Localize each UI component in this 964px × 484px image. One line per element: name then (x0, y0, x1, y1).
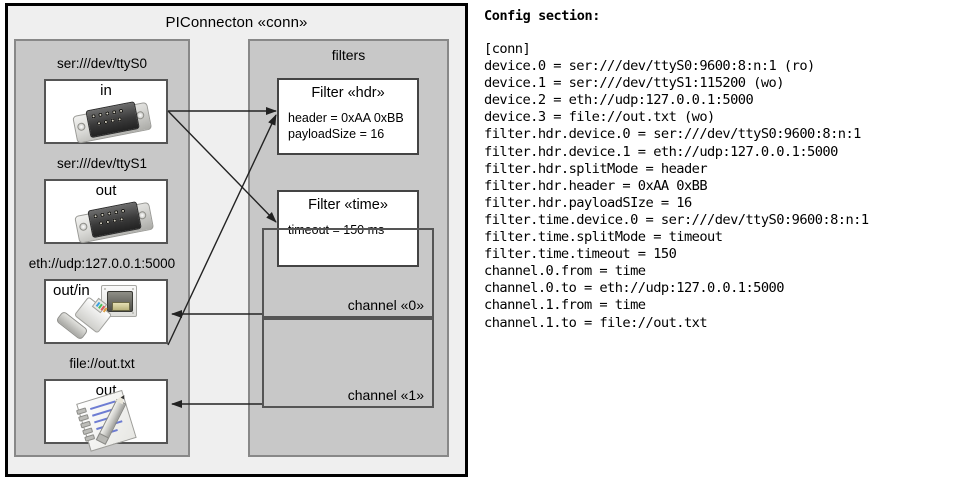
serial-db9-connector-icon (73, 198, 155, 245)
filter-attr: payloadSize = 16 (288, 127, 385, 141)
device-box-ttys0[interactable]: in (44, 79, 168, 144)
channel-label-0: channel «0» (347, 297, 424, 313)
device-label-file: file://out.txt (69, 356, 135, 371)
device-label-ttys1: ser:///dev/ttyS1 (56, 156, 148, 171)
filter-attrs-time: timeout = 150 ms (288, 222, 384, 238)
config-section: Config section: [conn] device.0 = ser://… (481, 0, 964, 484)
device-label-ttys0: ser:///dev/ttyS0 (56, 56, 148, 71)
device-box-ttys1[interactable]: out (44, 179, 168, 244)
config-heading: Config section: (484, 8, 600, 24)
channel-label-1: channel «1» (347, 387, 424, 403)
device-direction-ttys0: in (100, 82, 112, 99)
channel-box-1[interactable]: channel «1» (262, 318, 434, 408)
filter-attr: timeout = 150 ms (288, 223, 385, 237)
filter-title-hdr: Filter «hdr» (311, 85, 385, 101)
filter-attrs-hdr: header = 0xAA 0xBB payloadSize = 16 (288, 110, 404, 142)
ethernet-rj45-icon (46, 281, 170, 342)
filter-attr: header = 0xAA 0xBB (288, 111, 404, 125)
diagram-title: PIConnecton «conn» (165, 14, 308, 31)
channel-box-0[interactable]: channel «0» (262, 228, 434, 318)
device-box-file[interactable]: out (44, 379, 168, 452)
device-direction-ttys1: out (95, 182, 117, 199)
config-text: [conn] device.0 = ser:///dev/ttyS0:9600:… (484, 41, 869, 331)
serial-db9-connector-icon (71, 98, 153, 145)
device-label-eth: eth://udp:127.0.0.1:5000 (28, 256, 176, 271)
rj45-plug-icon (54, 296, 113, 343)
filters-panel-title: filters (331, 47, 366, 63)
device-box-eth[interactable]: out/in (44, 279, 168, 344)
filter-box-hdr[interactable]: Filter «hdr» header = 0xAA 0xBB payloadS… (277, 78, 419, 155)
filter-title-time: Filter «time» (308, 197, 388, 213)
file-notepad-icon (76, 389, 142, 452)
